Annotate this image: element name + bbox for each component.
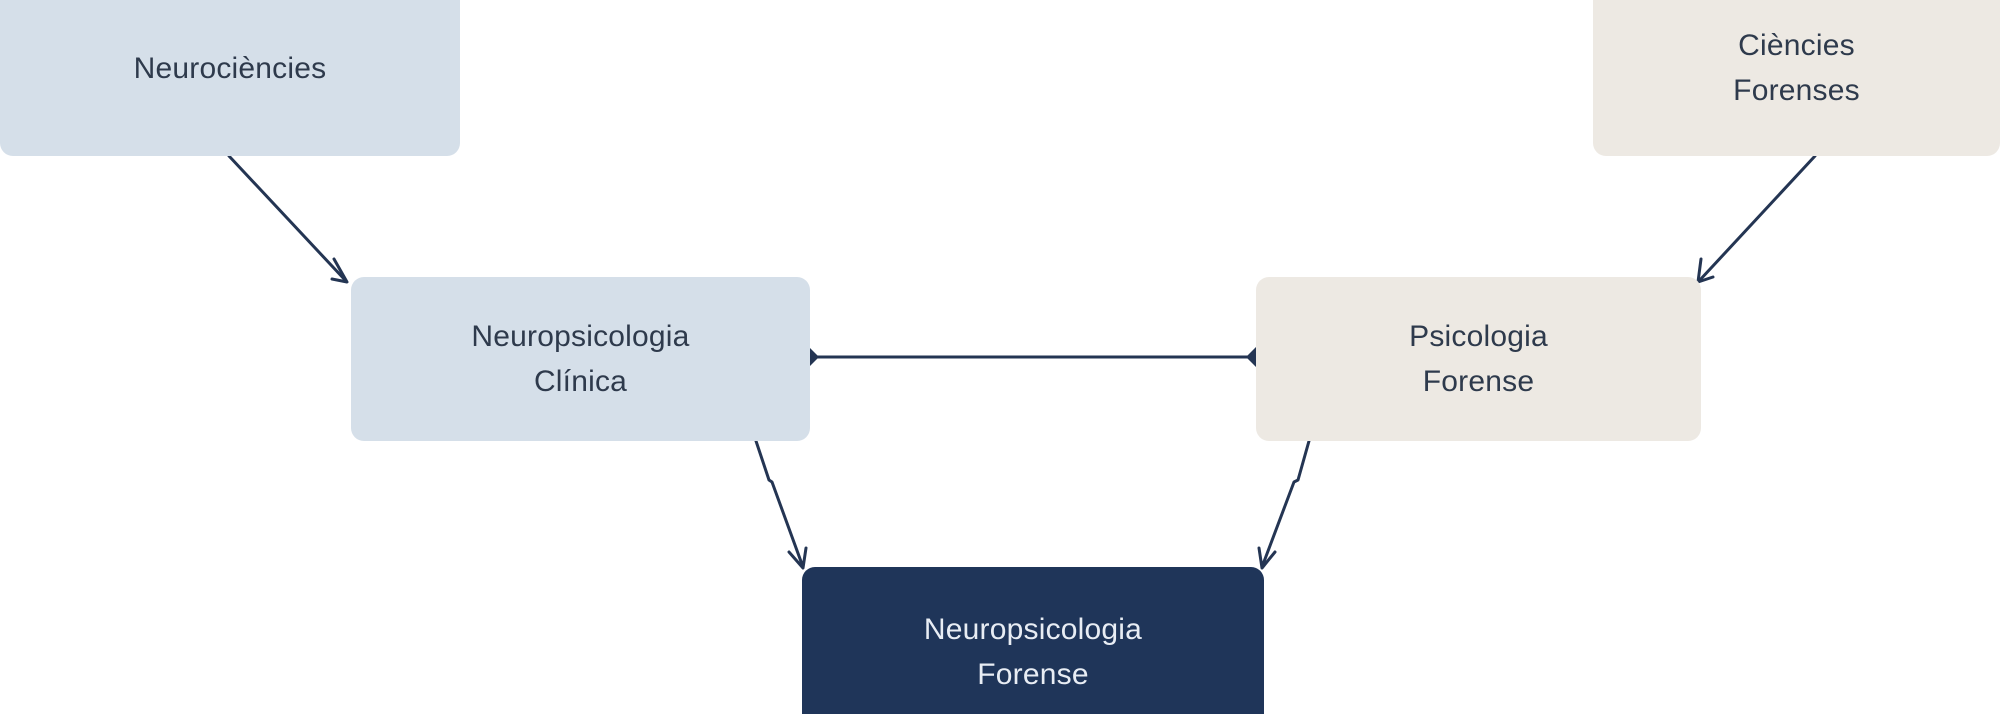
node-clinical-neuropsychology: Neuropsicologia Clínica bbox=[351, 277, 810, 441]
node-label-line: Clínica bbox=[533, 365, 628, 398]
edge-forensic-psychology-to-forensic-neuropsychology bbox=[1257, 439, 1311, 570]
node-forensic-sciences: Ciències Forenses bbox=[1593, 0, 2000, 156]
edge-forensic-sciences-to-forensic-psychology bbox=[1696, 154, 1817, 284]
node-label-line: Forense bbox=[977, 658, 1089, 691]
node-neurosciences: Neurociències bbox=[0, 0, 460, 156]
node-label-line: Neuropsicologia bbox=[471, 320, 690, 353]
arrowhead-icon bbox=[1257, 546, 1277, 570]
arrowhead-icon bbox=[787, 546, 808, 570]
node-label-line: Neurociències bbox=[133, 51, 327, 85]
edge-neurosciences-to-clinical bbox=[227, 154, 349, 284]
node-label-line: Ciències bbox=[1738, 29, 1855, 62]
node-label-line: Neuropsicologia bbox=[923, 613, 1143, 646]
edge-clinical-forensic-association bbox=[799, 347, 1266, 367]
node-label-line: Forense bbox=[1422, 365, 1535, 398]
node-forensic-psychology: Psicologia Forense bbox=[1256, 277, 1701, 441]
node-label-line: Forenses bbox=[1733, 74, 1860, 107]
node-forensic-neuropsychology: Neuropsicologia Forense bbox=[802, 567, 1264, 714]
arrowhead-icon bbox=[330, 257, 349, 284]
edge-clinical-to-forensic-neuropsychology bbox=[754, 439, 808, 570]
node-label-line: Psicologia bbox=[1409, 320, 1548, 353]
